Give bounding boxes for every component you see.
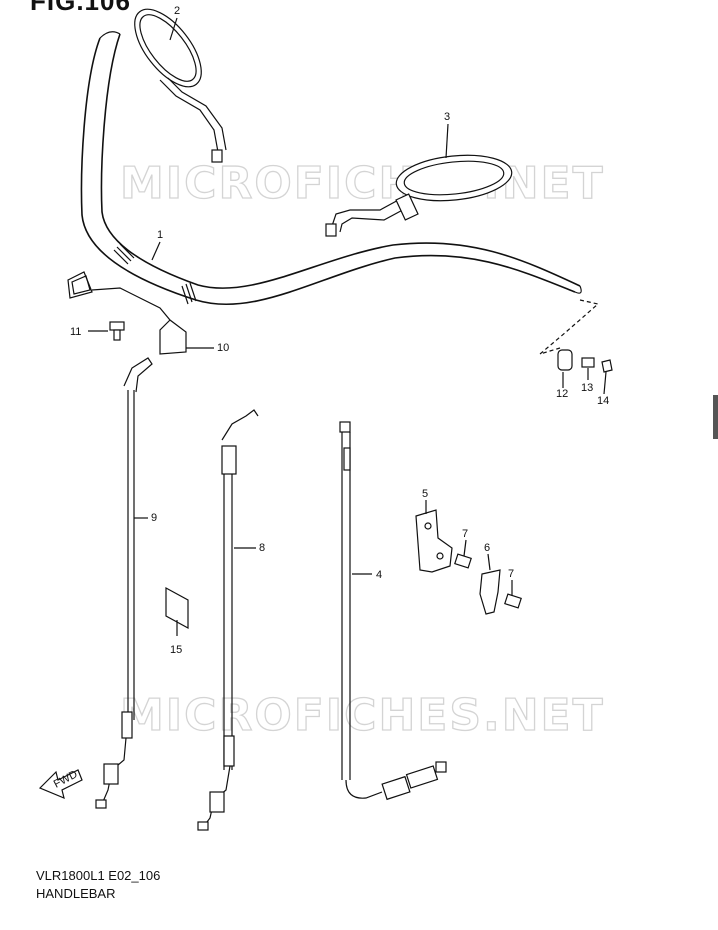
edge-marker xyxy=(713,395,718,439)
callout-15: 15 xyxy=(170,644,182,656)
callout-7b: 7 xyxy=(508,568,514,580)
callout-2: 2 xyxy=(174,5,180,17)
mirror-left-part xyxy=(134,8,227,163)
handlebar-part xyxy=(80,31,600,355)
callout-10: 10 xyxy=(217,342,229,354)
cable-guide-part xyxy=(67,271,187,355)
callout-8: 8 xyxy=(259,542,265,554)
figure-title: FIG.106 xyxy=(30,0,131,16)
cable-9-part xyxy=(95,357,153,809)
bolt-part xyxy=(109,321,125,341)
watermark-bottom: MICROFICHES.NET xyxy=(120,690,605,741)
callout-4: 4 xyxy=(376,569,382,581)
callout-9: 9 xyxy=(151,512,157,524)
bracket-parts xyxy=(415,509,522,615)
label-sticker-part xyxy=(165,586,189,630)
footer-model-code: VLR1800L1 E02_106 xyxy=(36,868,161,883)
cable-8-part xyxy=(197,409,259,831)
callout-7a: 7 xyxy=(462,528,468,540)
callout-11: 11 xyxy=(70,326,81,338)
callout-14: 14 xyxy=(597,395,609,407)
cable-4-part xyxy=(339,421,447,801)
fwd-arrow-icon: FWD xyxy=(38,768,83,800)
callout-1: 1 xyxy=(157,229,163,241)
callouts: 1 2 3 4 5 6 7 7 8 9 10 11 12 13 14 15 xyxy=(70,5,609,656)
footer-figure-name: HANDLEBAR xyxy=(36,886,116,901)
callout-5: 5 xyxy=(422,488,428,500)
mirror-right-part xyxy=(325,154,513,237)
callout-13: 13 xyxy=(581,382,593,394)
bar-end-parts xyxy=(557,349,613,373)
callout-12: 12 xyxy=(556,388,568,400)
callout-6: 6 xyxy=(484,542,490,554)
callout-3: 3 xyxy=(444,111,450,123)
watermark-top: MICROFICHES.NET xyxy=(120,158,605,209)
